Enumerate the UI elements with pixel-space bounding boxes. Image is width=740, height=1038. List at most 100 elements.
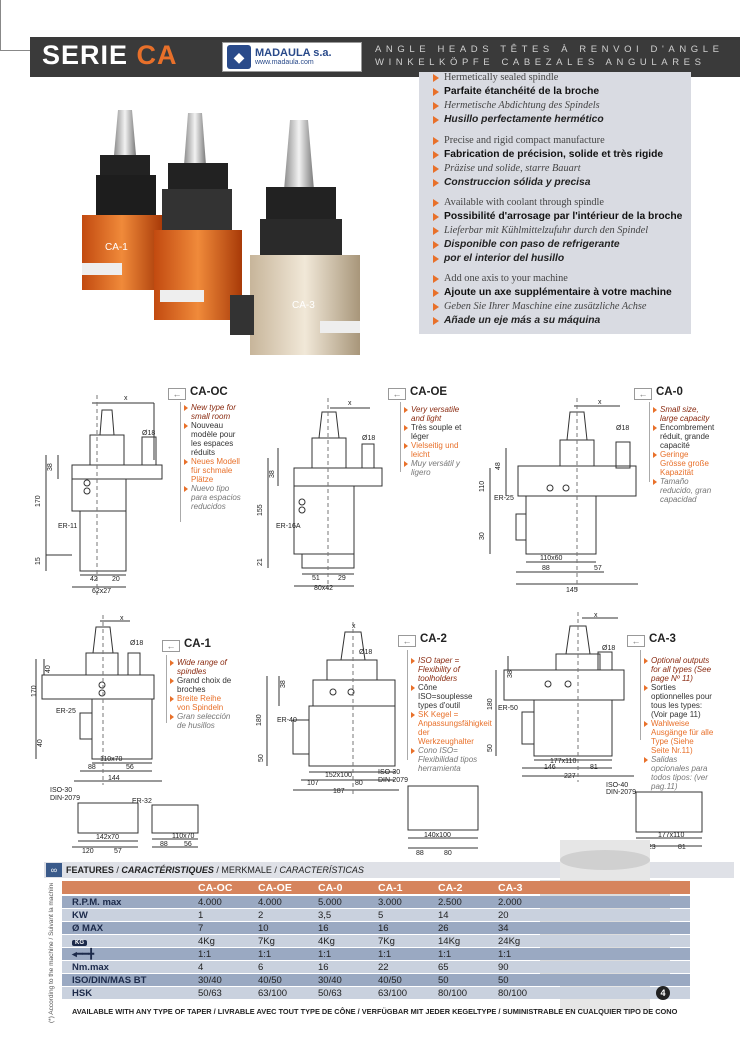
- svg-text:ER-25: ER-25: [56, 708, 76, 715]
- svg-text:144: 144: [108, 775, 120, 782]
- table-cell: 7Kg: [258, 935, 275, 947]
- table-cell: 4Kg: [198, 935, 215, 947]
- table-cell: 40/50: [258, 974, 282, 986]
- svg-text:110x60: 110x60: [540, 555, 563, 562]
- svg-text:81: 81: [590, 764, 598, 771]
- svg-text:40: 40: [45, 665, 52, 673]
- header-title-line1: ANGLE HEADS TÊTES À RENVOI D'ANGLE: [375, 44, 724, 55]
- svg-text:40: 40: [37, 739, 44, 747]
- arrow-left-icon: ←: [627, 635, 645, 647]
- table-side-note: (*) According to the machine / Suivant l…: [48, 883, 55, 1023]
- svg-text:140x100: 140x100: [424, 832, 451, 839]
- table-cell: 34: [498, 922, 509, 934]
- svg-text:Ø18: Ø18: [616, 425, 629, 432]
- model-title-ca-2: ←CA-2: [398, 633, 447, 647]
- table-cell: 2.000: [498, 896, 522, 908]
- svg-text:ER-50: ER-50: [498, 705, 518, 712]
- drawing-ca-1: x Ø18 40 170 40 ER-25 110x70 88 56 144: [31, 615, 162, 785]
- table-cell: 4.000: [258, 896, 282, 908]
- photo-label-b: CA-3: [292, 300, 315, 311]
- svg-text:Ø18: Ø18: [362, 435, 375, 442]
- svg-text:187: 187: [333, 788, 345, 794]
- table-cell: 7Kg: [378, 935, 395, 947]
- svg-text:155: 155: [257, 504, 264, 516]
- divider: [649, 402, 650, 482]
- table-cell: 7: [198, 922, 204, 934]
- table-cell: 2: [258, 909, 264, 921]
- svg-text:110x70: 110x70: [100, 756, 123, 763]
- feature-de: Geben Sie Ihrer Maschine eine zusätzlich…: [432, 300, 722, 314]
- arrow-left-icon: ←: [398, 635, 416, 647]
- svg-text:170: 170: [31, 685, 38, 697]
- features-panel: [419, 72, 691, 334]
- drawing-ca-2: x Ø18 38 180 50 ER-40 152x100 107 80 187: [256, 622, 399, 794]
- table-cell: 63/100: [378, 987, 408, 999]
- table-cell: 3,5: [318, 909, 332, 921]
- svg-text:ISO-30: ISO-30: [50, 787, 72, 794]
- table-cell: 14: [438, 909, 449, 921]
- table-cell: 26: [438, 922, 449, 934]
- chain-link-icon: ∞: [46, 863, 62, 877]
- model-notes-ca-0: Small size, large capacity Encombrement …: [653, 405, 714, 504]
- brand-name: MADAULA s.a.: [255, 47, 332, 59]
- feature-en: Precise and rigid compact manufacture: [432, 134, 722, 148]
- svg-text:38: 38: [280, 680, 287, 688]
- table-cell: 22: [378, 961, 389, 973]
- table-cell: 40/50: [378, 974, 402, 986]
- table-cell: 1:1: [198, 948, 212, 960]
- svg-text:38: 38: [507, 670, 514, 678]
- table-cell: 6: [258, 961, 264, 973]
- model-title-ca-1: ←CA-1: [162, 638, 211, 652]
- svg-text:62x27: 62x27: [92, 588, 111, 595]
- svg-text:DIN-2079: DIN-2079: [50, 795, 80, 802]
- svg-text:146: 146: [544, 764, 556, 771]
- feature-fr: Ajoute un axe supplémentaire à votre mac…: [432, 286, 722, 300]
- series-model: CA: [136, 40, 178, 70]
- divider: [166, 655, 167, 723]
- svg-text:170: 170: [35, 495, 42, 507]
- svg-text:227: 227: [564, 773, 576, 780]
- svg-text:81: 81: [678, 844, 686, 850]
- table-cell: 1: [198, 909, 204, 921]
- svg-text:30: 30: [479, 532, 486, 540]
- table-cell: 24Kg: [498, 935, 521, 947]
- model-notes-ca-1: Wide range of spindles Grand choix de br…: [170, 658, 232, 730]
- feature-fr: Parfaite étanchéité de la broche: [432, 85, 722, 99]
- brand-logo: ◆ MADAULA s.a. www.madaula.com: [222, 42, 362, 72]
- svg-text:88: 88: [88, 764, 96, 771]
- row-label: Nm.max: [72, 961, 109, 973]
- table-cell: 30/40: [318, 974, 342, 986]
- svg-text:88: 88: [416, 850, 424, 856]
- svg-text:51: 51: [312, 575, 320, 582]
- svg-text:20: 20: [112, 576, 120, 583]
- svg-text:107: 107: [307, 780, 319, 787]
- svg-text:ER-11: ER-11: [58, 523, 77, 530]
- table-cell: 4Kg: [318, 935, 335, 947]
- table-cell: 5.000: [318, 896, 342, 908]
- svg-text:120: 120: [82, 848, 94, 855]
- arrow-left-icon: ←: [168, 388, 186, 400]
- header-bar: [30, 37, 740, 77]
- divider: [407, 650, 408, 760]
- svg-text:48: 48: [495, 462, 502, 470]
- svg-text:142x70: 142x70: [96, 834, 119, 841]
- svg-text:DIN-2079: DIN-2079: [606, 789, 636, 796]
- table-heading: FEATURES / CARACTÉRISTIQUES / MERKMALE /…: [66, 865, 364, 875]
- svg-text:50: 50: [487, 744, 494, 752]
- feature-es: Construccion sólida y precisa: [432, 176, 722, 190]
- table-cell: 4.000: [198, 896, 222, 908]
- svg-text:180: 180: [487, 698, 494, 710]
- table-cell: 1:1: [318, 948, 332, 960]
- table-cell: 16: [378, 922, 389, 934]
- svg-text:Ø18: Ø18: [142, 430, 155, 437]
- table-cell: 14Kg: [438, 935, 461, 947]
- table-cell: 63/100: [258, 987, 288, 999]
- svg-text:57: 57: [594, 565, 602, 572]
- model-notes-ca-oe: Very versatile and light Très souple et …: [404, 405, 464, 477]
- svg-text:ER-25: ER-25: [494, 495, 514, 502]
- feature-group-3: Available with coolant through spindle P…: [432, 196, 722, 266]
